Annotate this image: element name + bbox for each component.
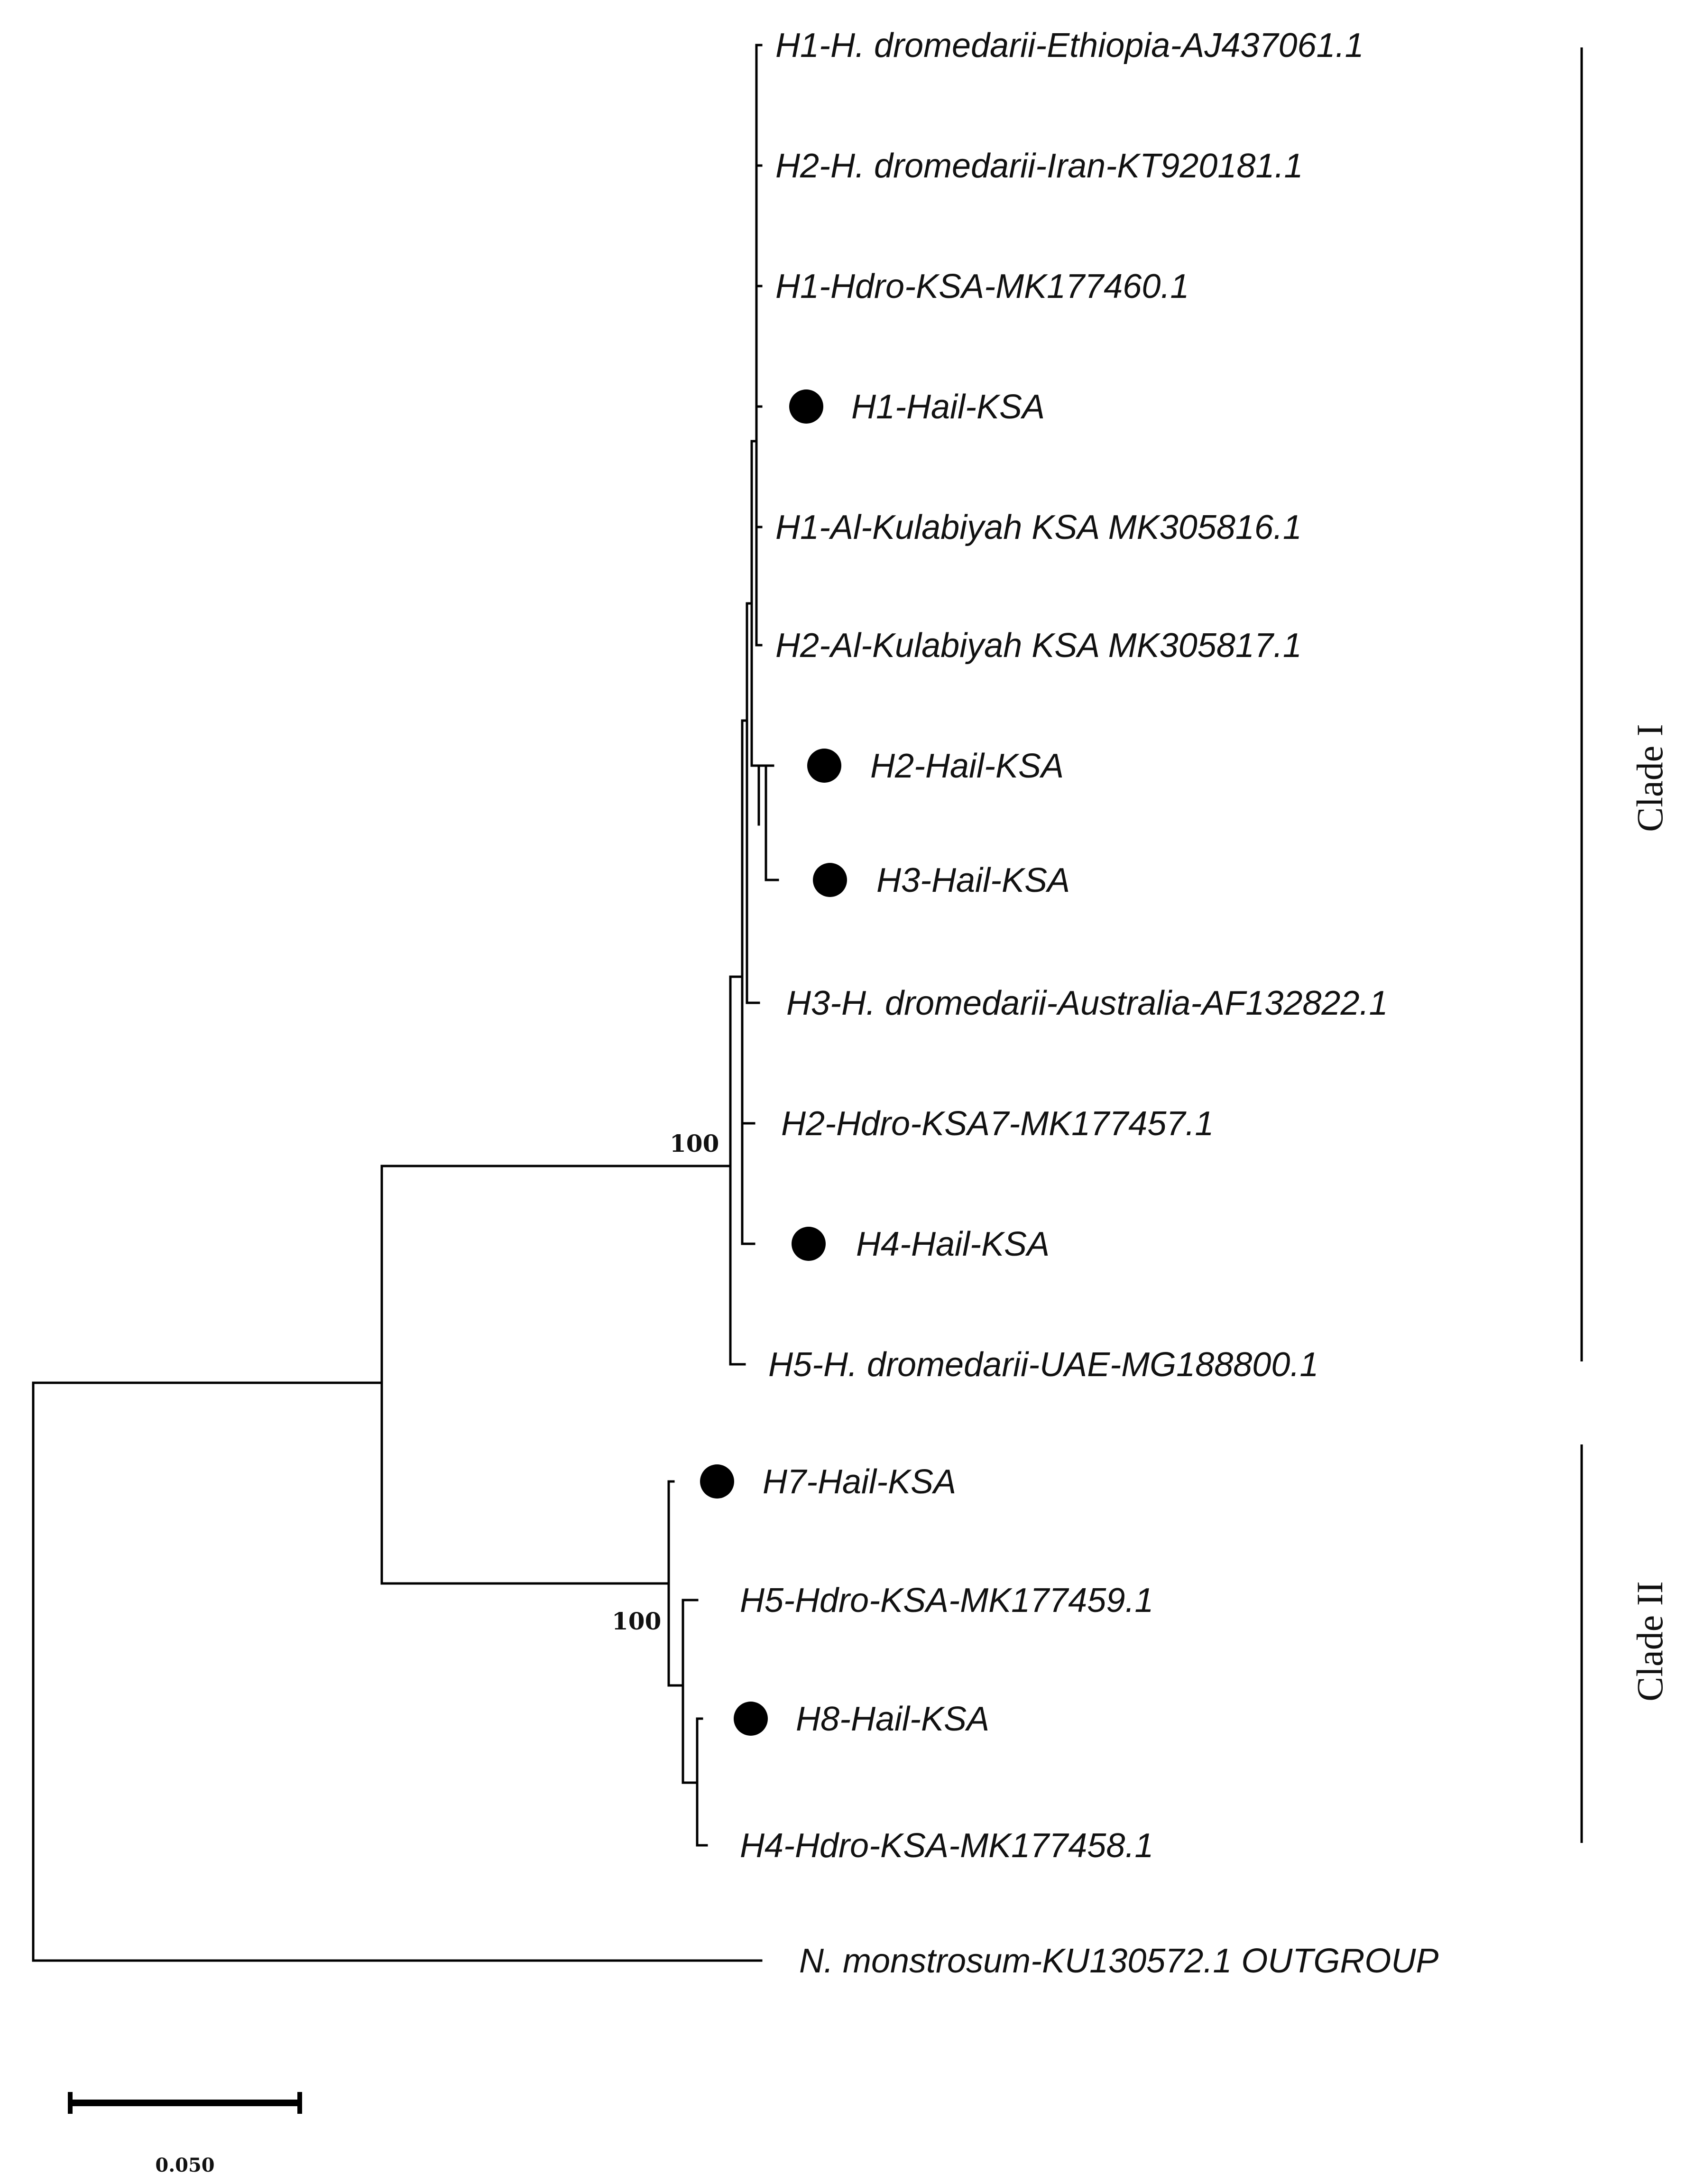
- marker-h4-hail: [792, 1227, 826, 1261]
- bootstrap-clade-1: 100: [670, 1129, 719, 1157]
- leaf-label-h4-hdro-ksa: H4-Hdro-KSA-MK177458.1: [740, 1827, 1153, 1865]
- marker-h8-hail: [734, 1702, 768, 1736]
- tree-branches: [32, 44, 779, 1962]
- leaf-label-h3-hail: H3-Hail-KSA: [876, 861, 1070, 899]
- marker-h2-hail: [807, 749, 841, 783]
- leaf-label-h5-hdro-ksa: H5-Hdro-KSA-MK177459.1: [740, 1582, 1153, 1619]
- leaf-label-h2-hdro-ksa7: H2-Hdro-KSA7-MK177457.1: [781, 1105, 1214, 1143]
- leaf-label-h8-hail: H8-Hail-KSA: [796, 1700, 989, 1738]
- leaf-label-outgroup: N. monstrosum-KU130572.1 OUTGROUP: [799, 1942, 1438, 1980]
- leaf-label-h1-hdro-ksa: H1-Hdro-KSA-MK177460.1: [775, 268, 1189, 305]
- clade-1-label: Clade I: [1629, 724, 1670, 832]
- marker-h1-hail: [789, 389, 823, 424]
- marker-h7-hail: [700, 1464, 734, 1499]
- leaf-label-h2-iran: H2-H. dromedarii-Iran-KT920181.1: [775, 147, 1303, 185]
- clade-2-label: Clade II: [1629, 1581, 1670, 1701]
- leaf-label-h1-kulabiyah: H1-Al-Kulabiyah KSA MK305816.1: [775, 509, 1302, 546]
- leaf-label-h5-uae: H5-H. dromedarii-UAE-MG188800.1: [768, 1346, 1318, 1384]
- leaf-label-h4-hail: H4-Hail-KSA: [856, 1225, 1050, 1263]
- leaf-label-h1-ethiopia: H1-H. dromedarii-Ethiopia-AJ437061.1: [775, 27, 1364, 65]
- marker-h3-hail: [813, 863, 847, 897]
- sample-markers: [700, 389, 847, 1736]
- bootstrap-clade-2: 100: [612, 1607, 661, 1635]
- leaf-label-h2-kulabiyah: H2-Al-Kulabiyah KSA MK305817.1: [775, 627, 1302, 665]
- leaf-label-h7-hail: H7-Hail-KSA: [763, 1463, 956, 1501]
- leaf-label-h3-australia: H3-H. dromedarii-Australia-AF132822.1: [786, 984, 1388, 1022]
- leaf-label-h2-hail: H2-Hail-KSA: [870, 747, 1064, 785]
- scale-bar: 0.050: [68, 2092, 302, 2176]
- leaf-labels: H1-H. dromedarii-Ethiopia-AJ437061.1 H2-…: [740, 27, 1438, 1980]
- scale-bar-label: 0.050: [155, 2154, 214, 2176]
- leaf-label-h1-hail: H1-Hail-KSA: [851, 388, 1045, 426]
